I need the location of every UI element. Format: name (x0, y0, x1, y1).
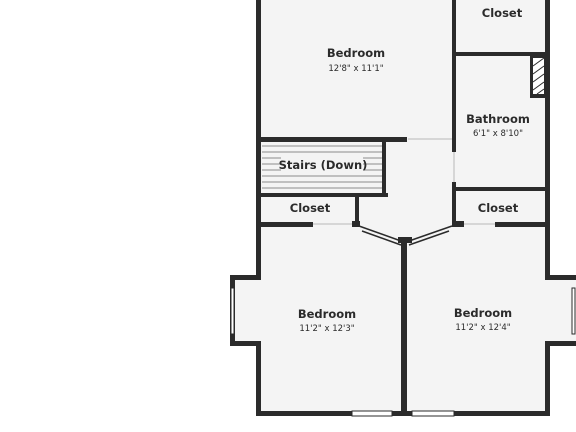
hall-angled-walls (358, 225, 453, 246)
window-right (571, 287, 576, 335)
door-openings (313, 138, 495, 225)
room-closet-top-right: Closet (482, 6, 523, 20)
room-dimensions: 11'2" x 12'3" (299, 324, 354, 334)
room-dimensions: 11'2" x 12'4" (455, 323, 510, 333)
windows (230, 287, 576, 417)
room-bedroom-bottom-right: Bedroom 11'2" x 12'4" (454, 306, 512, 333)
room-name: Closet (482, 6, 523, 20)
window-bottom-left (351, 410, 393, 417)
room-name: Bedroom (327, 46, 385, 60)
room-dimensions: 6'1" x 8'10" (473, 129, 523, 139)
room-name: Stairs (Down) (279, 158, 368, 172)
interior-walls (258, 0, 550, 413)
room-name: Bedroom (454, 306, 512, 320)
room-bedroom-top: Bedroom 12'8" x 11'1" (327, 46, 385, 74)
room-closet-right: Closet (478, 201, 519, 215)
room-bedroom-bottom-left: Bedroom 11'2" x 12'3" (298, 307, 356, 334)
stairs-treads (261, 142, 382, 193)
chimney-shaft (530, 56, 546, 98)
window-left (230, 287, 235, 335)
floor-area (232, 0, 576, 414)
room-closet-left: Closet (290, 201, 331, 215)
window-bottom-right (411, 410, 455, 417)
room-name: Closet (290, 201, 331, 215)
room-dimensions: 12'8" x 11'1" (328, 64, 383, 74)
room-stairs: Stairs (Down) (279, 158, 368, 172)
room-name: Bedroom (298, 307, 356, 321)
room-name: Bathroom (466, 112, 530, 126)
room-name: Closet (478, 201, 519, 215)
room-bathroom: Bathroom 6'1" x 8'10" (466, 112, 530, 139)
